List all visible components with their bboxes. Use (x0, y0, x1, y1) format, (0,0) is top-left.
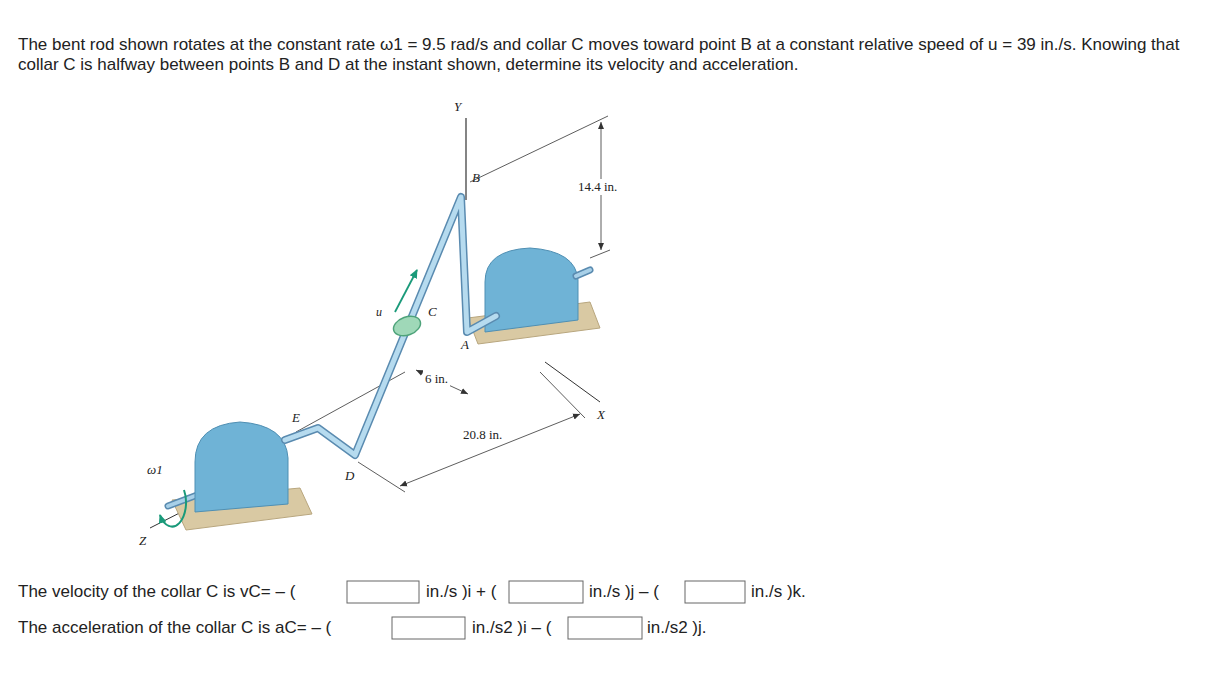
point-label: E (292, 410, 300, 426)
axis-label: Z (139, 533, 146, 549)
input-box (392, 617, 465, 639)
symbol-label: u (376, 305, 382, 319)
axis-label: X (597, 407, 605, 423)
dimension-label: 6 in. (423, 371, 450, 387)
collar (391, 313, 423, 339)
bent-rod (285, 197, 496, 455)
dimension-line (400, 414, 580, 486)
bearing (485, 248, 578, 332)
point-label: A (461, 337, 469, 353)
dimension-label: 14.4 in. (576, 179, 619, 195)
dimension-label: 20.8 in. (461, 427, 504, 443)
bent-rod (285, 197, 496, 455)
velocity-arrow (395, 270, 417, 312)
point-label: C (428, 304, 437, 320)
extension-line (590, 250, 610, 258)
extension-line (358, 462, 405, 492)
answer-text: in./s2 )j. (647, 618, 707, 638)
y-axis (465, 118, 466, 200)
dimension-line (416, 370, 468, 394)
shaft (576, 270, 590, 276)
problem-statement: The bent rod shown rotates at the consta… (18, 35, 1208, 76)
extension-line (540, 372, 585, 418)
axis-label: Y (454, 99, 461, 115)
answer-text: in./s )k. (751, 582, 806, 602)
extension-line (470, 116, 608, 182)
answer-text: The velocity of the collar C is vC= – ( (18, 582, 295, 602)
point-label: D (345, 468, 354, 484)
point-label: B (472, 170, 480, 186)
answer-text: The acceleration of the collar C is aC= … (18, 618, 331, 638)
shaft (576, 270, 590, 276)
input-box (509, 581, 583, 603)
rotation-arrow (160, 490, 186, 527)
answer-text: in./s )j – ( (589, 582, 659, 602)
input-box (568, 617, 642, 639)
input-box (685, 581, 745, 603)
input-box (347, 581, 419, 603)
bearing (195, 422, 288, 512)
answer-text: in./s )i + ( (426, 582, 496, 602)
x-axis (545, 362, 600, 402)
answer-text: in./s2 )i – ( (472, 618, 551, 638)
symbol-label: ω1 (147, 462, 163, 478)
